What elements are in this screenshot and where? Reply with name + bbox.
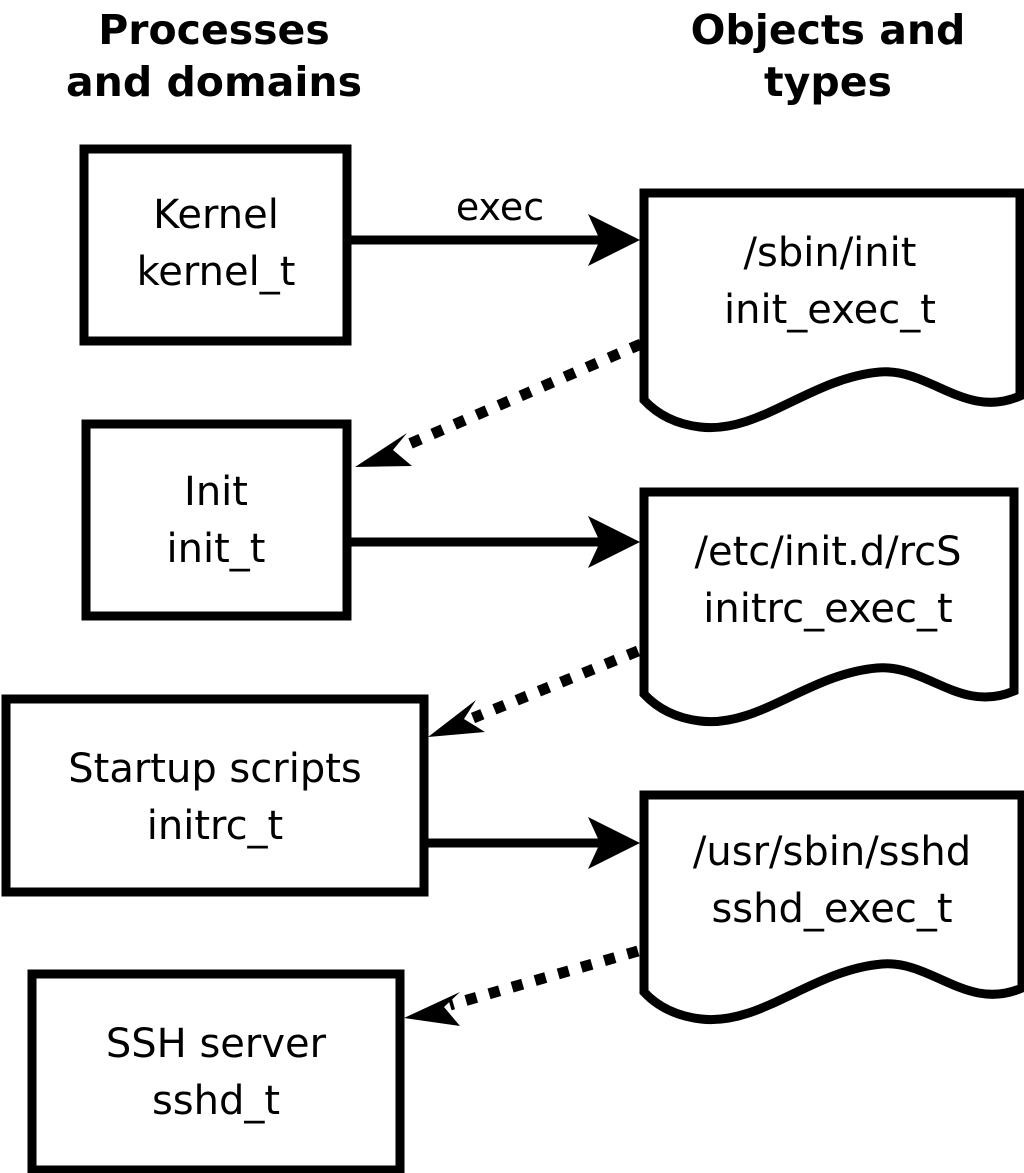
process-node-init[interactable]: Init init_t <box>81 419 352 621</box>
arrow-head-icon <box>428 700 485 737</box>
node-label-line1: Startup scripts <box>68 746 361 792</box>
heading-objects-line2: types <box>764 58 892 106</box>
arrow-head-icon <box>355 433 412 467</box>
node-label-line2: initrc_t <box>147 803 284 849</box>
heading-processes-line1: Processes <box>98 6 330 54</box>
process-node-initrc[interactable]: Startup scripts initrc_t <box>1 694 429 897</box>
node-label-line1: /sbin/init <box>744 230 917 276</box>
edge-initrc-exec-transition-initrc <box>428 645 641 737</box>
arrow-head-icon <box>404 992 460 1026</box>
arrow-head-icon <box>588 214 640 266</box>
node-label-line1: /usr/sbin/sshd <box>693 829 971 875</box>
node-label-line2: kernel_t <box>137 249 296 295</box>
node-box <box>1 694 429 897</box>
node-box <box>81 419 352 621</box>
edge-init-exec-initrc-exec <box>350 516 640 568</box>
heading-objects-line1: Objects and <box>691 6 966 54</box>
node-label-line1: Init <box>184 469 248 515</box>
heading-processes-line2: and domains <box>66 58 362 106</box>
edge-line <box>470 645 641 724</box>
node-box <box>27 969 405 1173</box>
edge-initrc-exec-sshd-exec <box>427 817 640 869</box>
node-label-line2: sshd_exec_t <box>711 886 952 932</box>
node-document-shape <box>639 188 1024 433</box>
column-heading-objects: Objects and types <box>691 6 966 106</box>
edge-init-exec-transition-init <box>355 338 644 467</box>
node-label-line1: Kernel <box>153 192 279 238</box>
node-label-line2: initrc_exec_t <box>703 586 952 632</box>
edge-line <box>397 338 644 454</box>
node-label-line2: sshd_t <box>152 1078 280 1124</box>
node-label-line1: /etc/init.d/rcS <box>694 529 961 575</box>
node-label-line2: init_exec_t <box>724 287 936 333</box>
node-box <box>79 144 352 346</box>
object-node-sshd-exec[interactable]: /usr/sbin/sshd sshd_exec_t <box>639 790 1024 1025</box>
node-label-line2: init_t <box>167 526 266 572</box>
process-node-sshd[interactable]: SSH server sshd_t <box>27 969 405 1173</box>
edge-line <box>448 945 640 1011</box>
object-node-init-exec[interactable]: /sbin/init init_exec_t <box>639 188 1024 433</box>
column-heading-processes: Processes and domains <box>66 6 362 106</box>
node-document-shape <box>639 487 1019 727</box>
object-node-initrc-exec[interactable]: /etc/init.d/rcS initrc_exec_t <box>639 487 1019 727</box>
node-document-shape <box>639 790 1024 1025</box>
node-label-line1: SSH server <box>106 1021 327 1067</box>
edge-kernel-exec-init-exec: exec <box>350 185 640 266</box>
arrow-head-icon <box>588 817 640 869</box>
process-node-kernel[interactable]: Kernel kernel_t <box>79 144 352 346</box>
arrow-head-icon <box>588 516 640 568</box>
edge-sshd-exec-transition-sshd <box>404 945 640 1026</box>
edge-label-exec: exec <box>456 185 544 229</box>
